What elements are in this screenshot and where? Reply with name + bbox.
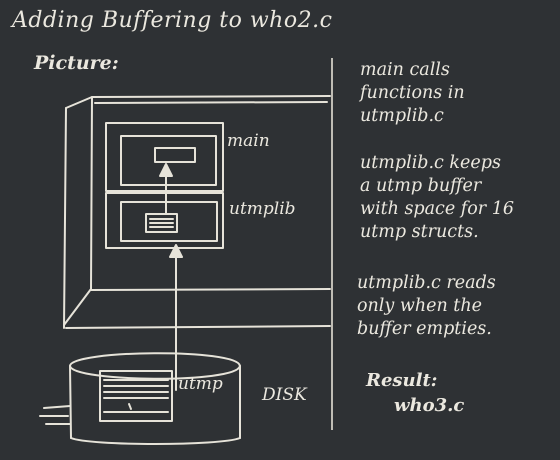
utmp-label: utmp [178,374,223,394]
column-divider [331,58,333,430]
utmplib-box [105,192,224,249]
picture-label: Picture: [34,52,119,74]
result-label: Result: [366,370,438,391]
note-reads: utmplib.c reads only when the buffer emp… [357,273,496,339]
note-buffer: utmplib.c keeps a utmp buffer with space… [360,153,514,242]
arrow-utmplib-to-main [159,163,173,215]
main-box [105,122,224,192]
utmplib-label: utmplib [229,199,296,219]
disk-label: DISK [261,385,308,405]
arrow-disk-to-utmplib [169,244,183,391]
result-value: who3.c [394,395,465,416]
computer-box [63,95,331,329]
main-label: main [227,131,270,151]
note-main-calls: main calls functions in utmplib.c [360,60,465,126]
page-title: Adding Buffering to who2.c [12,8,333,33]
disk [39,352,241,445]
